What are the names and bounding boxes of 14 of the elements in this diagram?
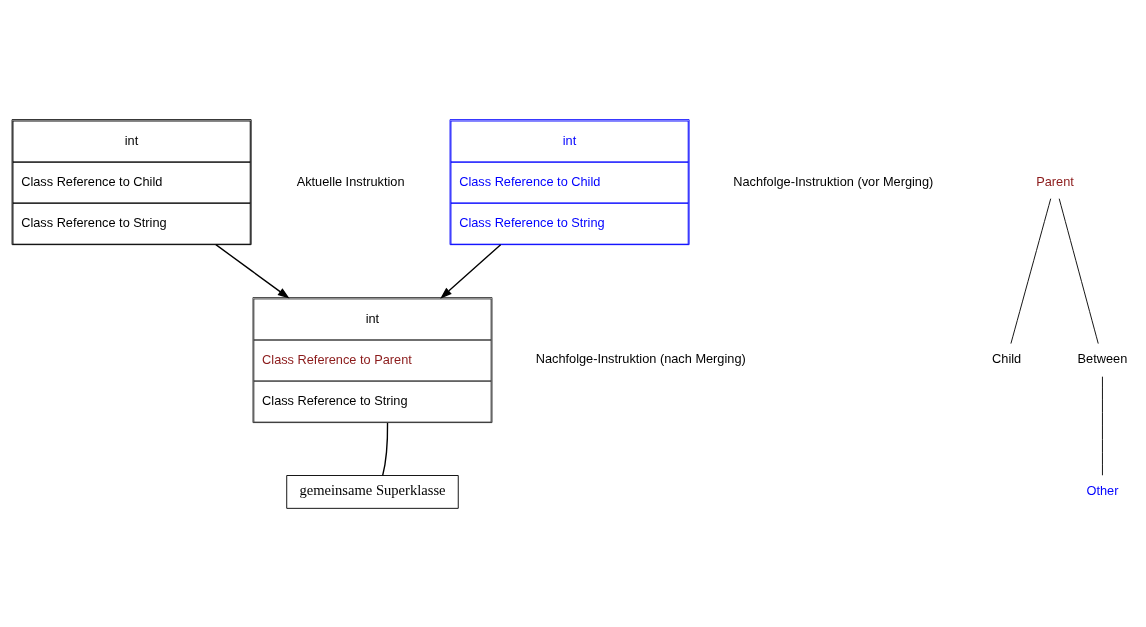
node-text: Other xyxy=(1086,482,1119,498)
connector xyxy=(1058,197,1099,344)
connector xyxy=(1102,375,1103,476)
node-text: Between xyxy=(1077,350,1128,366)
node-box: gemeinsame Superklasse xyxy=(286,474,459,509)
node-label: Nachfolge-Instruktion (nach Merging) xyxy=(535,350,746,366)
node-text: Child xyxy=(992,350,1022,366)
arrow xyxy=(215,243,290,299)
node-label: Nachfolge-Instruktion (vor Merging) xyxy=(733,173,934,189)
node-label: Aktuelle Instruktion xyxy=(296,173,405,189)
connector xyxy=(382,421,389,476)
arrow xyxy=(440,243,502,299)
connector xyxy=(1010,197,1052,344)
node-text: Parent xyxy=(1036,173,1074,189)
